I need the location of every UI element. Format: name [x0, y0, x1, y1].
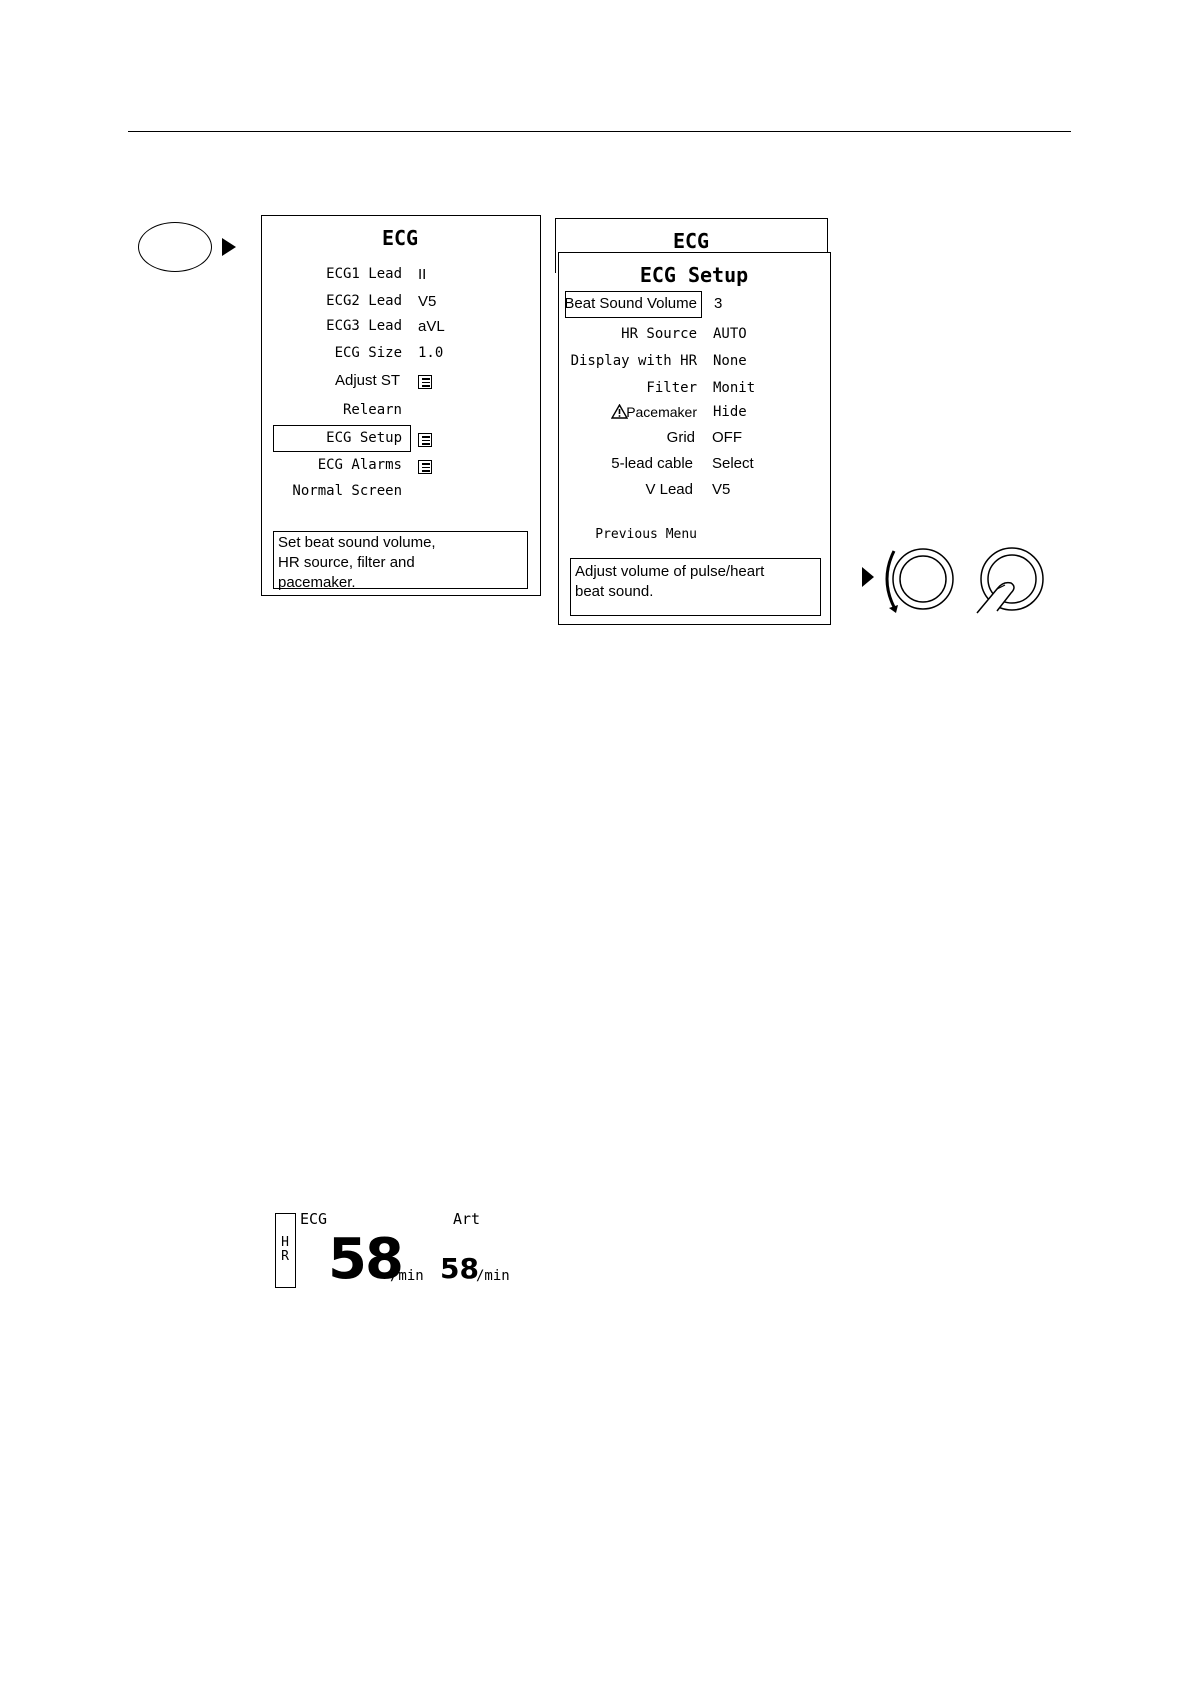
menu-value-ecg2-lead: V5 — [418, 293, 437, 310]
menu-item-ecg-size[interactable]: ECG Size — [334, 345, 402, 361]
hr-art-value: 58 — [440, 1252, 479, 1285]
menu-item-previous-menu[interactable]: Previous Menu — [595, 527, 697, 542]
menu-item-display-with-hr[interactable]: Display with HR — [570, 353, 697, 369]
help-line: Set beat sound volume, — [278, 534, 436, 551]
hr-ecg-value: 58 — [328, 1227, 404, 1292]
menu-item-pacemaker[interactable]: Pacemaker — [626, 404, 697, 420]
menu-value-pacemaker: Hide — [713, 404, 747, 420]
menu-item-filter[interactable]: Filter — [646, 380, 697, 396]
submenu-icon — [418, 460, 432, 474]
hr-ecg-unit: /min — [390, 1268, 424, 1284]
help-text-box: Set beat sound volume, HR source, filter… — [273, 531, 528, 591]
hr-label: H R — [276, 1236, 294, 1264]
menu-item-adjust-st[interactable]: Adjust ST — [334, 372, 400, 389]
submenu-icon — [418, 433, 432, 447]
help-text-box: Adjust volume of pulse/heart beat sound. — [570, 558, 821, 616]
ecg-setup-menu: ECG Setup Beat Sound Volume 3 HR Source … — [558, 252, 831, 625]
menu-item-ecg3-lead[interactable]: ECG3 Lead — [326, 318, 402, 334]
ecg-menu-title: ECG — [381, 226, 419, 250]
help-line: Adjust volume of pulse/heart — [575, 563, 765, 580]
menu-item-ecg2-lead[interactable]: ECG2 Lead — [326, 293, 402, 309]
ecg-setup-title: ECG Setup — [639, 263, 749, 287]
header-rule — [128, 131, 1071, 132]
menu-value-ecg-size: 1.0 — [418, 345, 444, 361]
menu-value-filter: Monit — [713, 380, 756, 396]
menu-value-ecg1-lead: II — [418, 266, 427, 283]
ecg-menu: ECG ECG1 Lead II ECG2 Lead V5 ECG3 Lead … — [261, 215, 541, 596]
submenu-icon — [418, 375, 432, 389]
hr-label-char: R — [281, 1249, 289, 1264]
warning-icon — [611, 404, 628, 419]
menu-item-ecg1-lead[interactable]: ECG1 Lead — [326, 266, 402, 282]
menu-item-beat-sound-volume[interactable]: Beat Sound Volume — [564, 295, 697, 312]
ecg-hardkey-button[interactable] — [138, 222, 212, 272]
hr-label-box: H R — [275, 1213, 296, 1288]
help-line: HR source, filter and — [278, 554, 415, 571]
menu-item-grid[interactable]: Grid — [666, 429, 695, 446]
hr-label-char: H — [281, 1235, 289, 1250]
hr-source-ecg-label: ECG — [300, 1210, 328, 1228]
menu-value-display-with-hr: None — [713, 353, 747, 369]
selected-item-highlight — [273, 425, 411, 452]
menu-value-beat-sound-volume: 3 — [714, 295, 723, 312]
hr-source-art-label: Art — [453, 1210, 481, 1228]
help-line: pacemaker. — [278, 574, 356, 591]
menu-item-normal-screen[interactable]: Normal Screen — [292, 483, 402, 499]
menu-item-v-lead[interactable]: V Lead — [645, 481, 693, 498]
rotary-knob-turn-icon[interactable] — [878, 545, 958, 615]
menu-value-5-lead-cable: Select — [712, 455, 754, 472]
menu-item-ecg-setup[interactable]: ECG Setup — [326, 430, 402, 446]
hr-art-unit: /min — [476, 1268, 510, 1284]
menu-value-hr-source: AUTO — [713, 326, 747, 342]
menu-item-hr-source[interactable]: HR Source — [621, 326, 697, 342]
arrow-right-icon — [862, 567, 874, 587]
arrow-right-icon — [222, 238, 236, 256]
menu-item-relearn[interactable]: Relearn — [342, 402, 402, 418]
help-line: beat sound. — [575, 583, 654, 600]
rotary-knob-press-icon[interactable] — [975, 545, 1047, 615]
menu-item-ecg-alarms[interactable]: ECG Alarms — [317, 457, 402, 473]
menu-value-grid: OFF — [712, 429, 742, 446]
menu-item-5-lead-cable[interactable]: 5-lead cable — [611, 455, 693, 472]
menu-value-v-lead: V5 — [712, 481, 731, 498]
selected-item-highlight — [565, 291, 702, 318]
ecg-menu-background-title: ECG — [672, 229, 710, 253]
menu-value-ecg3-lead: aVL — [418, 318, 445, 335]
